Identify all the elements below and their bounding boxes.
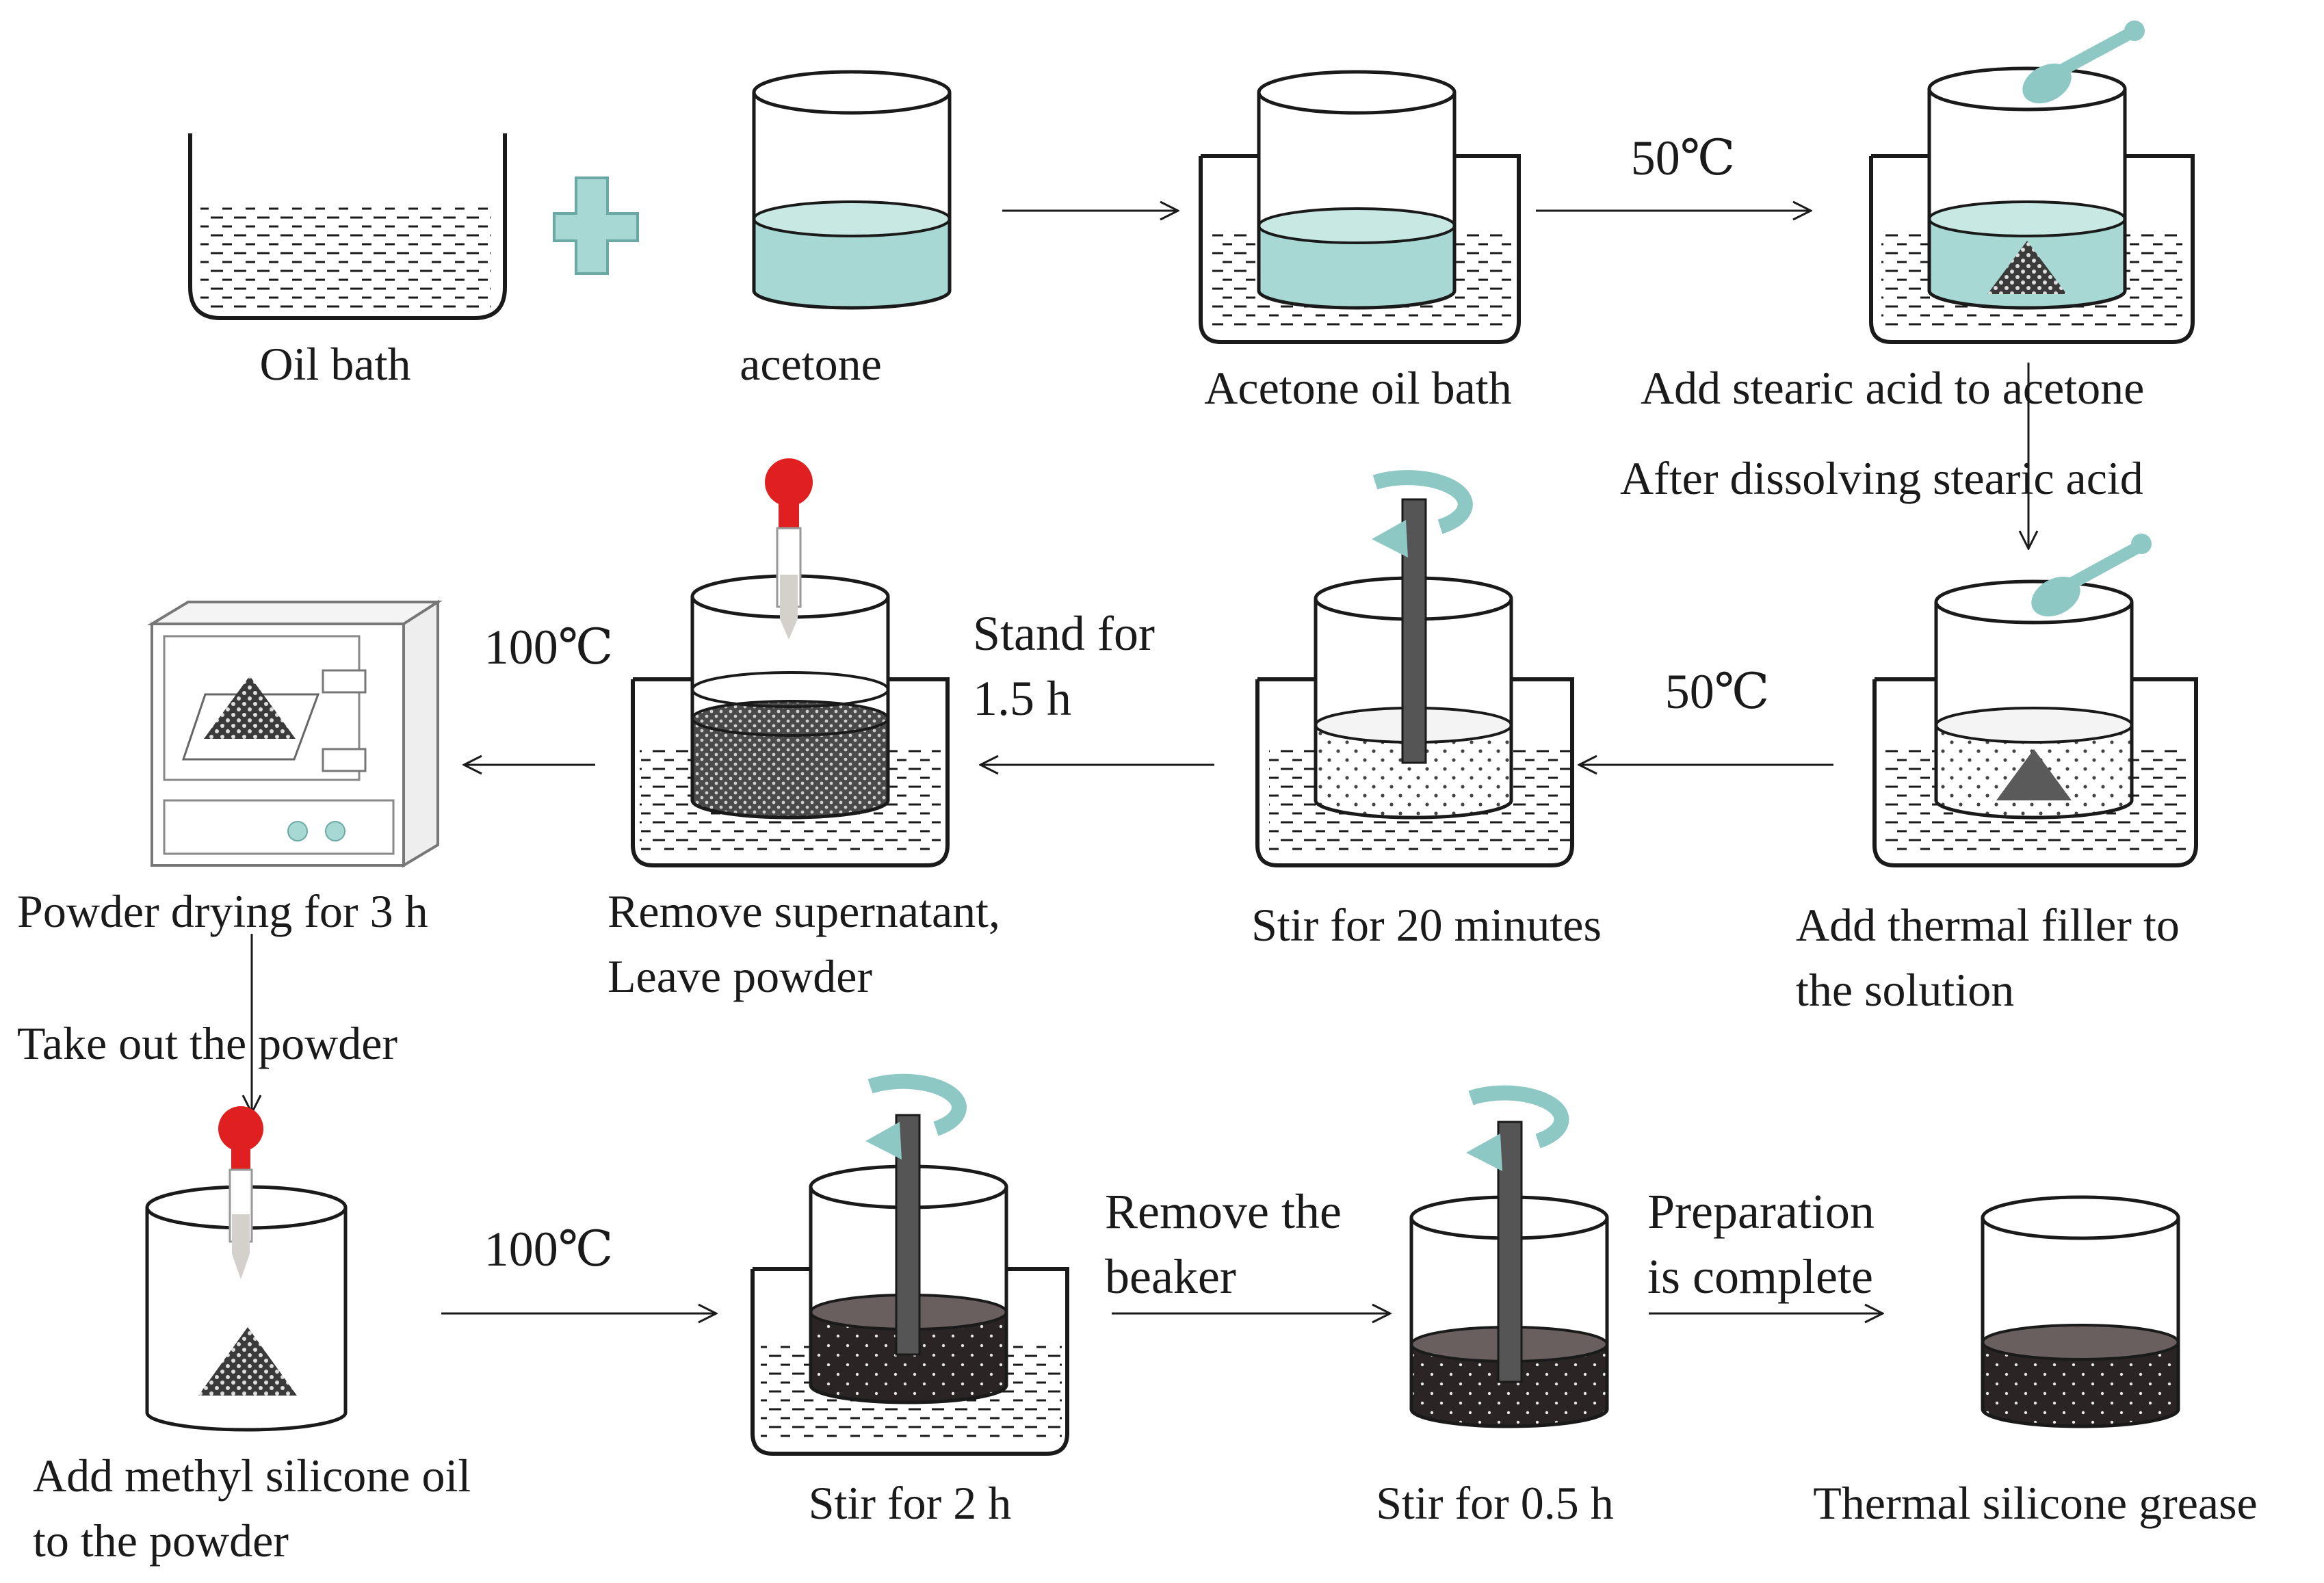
stand-label-1: Stand for (973, 606, 1155, 661)
powder-drying-label: Powder drying for 3 h (17, 885, 428, 937)
drying-oven (146, 599, 443, 868)
stand-label-2: 1.5 h (973, 671, 1071, 726)
temp-100-a: 100℃ (484, 620, 614, 675)
add-filler-label-2: the solution (1796, 964, 2014, 1016)
remove-beaker-label-2: beaker (1105, 1249, 1236, 1304)
dropper-icon (765, 458, 813, 640)
remove-super-label-1: Remove supernatant, (608, 885, 1000, 937)
stir-20-label: Stir for 20 minutes (1251, 899, 1602, 951)
oil-bath-label: Oil bath (260, 338, 411, 390)
remove-super-label-2: Leave powder (608, 950, 872, 1002)
rotation-arrow-icon (1466, 1085, 1569, 1171)
stir-05h-label: Stir for 0.5 h (1376, 1477, 1614, 1529)
acetone-oil-bath-label: Acetone oil bath (1204, 362, 1511, 414)
dropper-icon (218, 1106, 263, 1279)
temp-50-b: 50℃ (1665, 664, 1770, 719)
remove-beaker-label-1: Remove the (1105, 1184, 1342, 1239)
grease-label: Thermal silicone grease (1813, 1477, 2258, 1529)
rotation-arrow-icon (865, 1073, 967, 1160)
rotation-arrow-icon (1372, 470, 1473, 558)
add-methyl-label-2: to the powder (33, 1515, 289, 1567)
add-filler-label-1: Add thermal filler to (1796, 899, 2180, 951)
temp-50-a: 50℃ (1631, 131, 1736, 185)
spoon-icon (2031, 534, 2152, 617)
prep-complete-label-2: is complete (1647, 1249, 1873, 1304)
stearic-acid-bath (1869, 21, 2195, 344)
acetone-oil-bath (1199, 70, 1521, 344)
methyl-silicone-beaker (145, 1106, 348, 1432)
plus-icon (553, 176, 639, 275)
add-stearic-label: Add stearic acid to acetone (1641, 362, 2144, 414)
prep-complete-label-1: Preparation (1647, 1184, 1875, 1239)
add-methyl-label-1: Add methyl silicone oil (33, 1450, 471, 1502)
grease-beaker (1981, 1195, 2180, 1428)
acetone-beaker (752, 70, 952, 310)
temp-100-b: 100℃ (484, 1222, 614, 1277)
thermal-filler-bath (1872, 534, 2198, 867)
oil-bath (188, 133, 507, 320)
stir-2h-label: Stir for 2 h (809, 1477, 1012, 1529)
stir-05h-beaker (1409, 1085, 1609, 1428)
acetone-label: acetone (740, 338, 882, 390)
after-dissolving-label: After dissolving stearic acid (1620, 452, 2143, 504)
supernatant-bath (631, 458, 950, 867)
stir-rod (1497, 1121, 1523, 1383)
take-out-label: Take out the powder (17, 1017, 397, 1069)
spoon-icon (2022, 21, 2145, 104)
stir-20-bath (1255, 470, 1574, 867)
stir-2h-bath (750, 1073, 1069, 1456)
